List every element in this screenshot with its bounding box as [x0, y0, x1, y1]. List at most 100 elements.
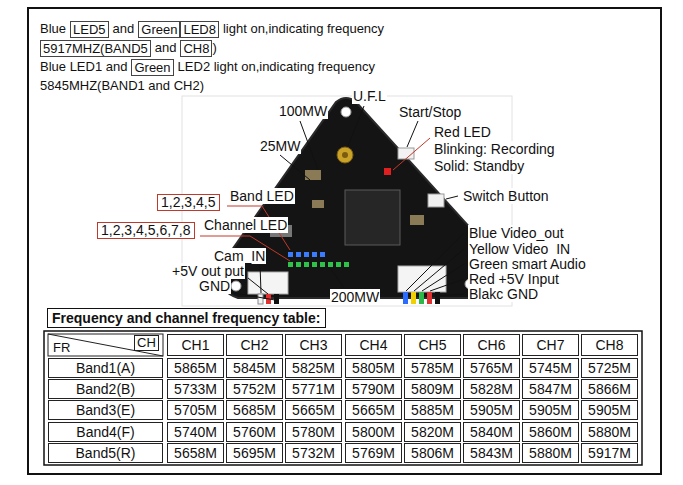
column-header: CH3	[285, 334, 342, 356]
column-axis-label: CH	[134, 335, 159, 351]
row-header: Band3(E)	[48, 400, 163, 420]
row-header: Band5(R)	[48, 443, 163, 463]
smd-part	[305, 170, 321, 180]
node-text: 1,2,3,4,5	[161, 195, 216, 210]
node-text: Green	[141, 22, 177, 37]
column-header: CH2	[226, 334, 283, 356]
boxed-word: 5917MHZ(BAND5	[40, 40, 151, 57]
pin-name: +5V out put	[171, 263, 245, 279]
boxed-word: LED5	[70, 21, 109, 38]
table-cell: 5880M	[522, 443, 579, 463]
node-text: CH8	[183, 41, 209, 56]
table-cell: 5820M	[404, 422, 461, 442]
table-cell: 5695M	[226, 443, 283, 463]
note-text: )	[212, 40, 216, 56]
status-note: Blinking: Recording	[433, 141, 556, 157]
table-cell: 5865M	[167, 358, 224, 378]
node-text: 1,2,3,4,5,6,7,8	[101, 223, 191, 238]
table-cell: 5805M	[345, 358, 402, 378]
button-name: Switch Button	[462, 188, 550, 204]
table-cell: 5825M	[285, 358, 342, 378]
table-cell: 5866M	[581, 379, 638, 399]
column-header: CH1	[167, 334, 224, 356]
table-cell: 5809M	[404, 379, 461, 399]
power-callout: 200MW	[330, 289, 380, 305]
led-index-box: 1,2,3,4,5,6,7,8	[97, 222, 195, 239]
table-cell: 5752M	[226, 379, 283, 399]
switch-button	[428, 194, 444, 207]
table-cell: 5760M	[226, 422, 283, 442]
table-cell: 5785M	[404, 358, 461, 378]
table-cell: 5860M	[522, 422, 579, 442]
smd-part	[312, 200, 324, 208]
table-cell: 5665M	[345, 400, 402, 420]
note-text: light on,indicating frequency	[223, 21, 384, 37]
table-cell: 5665M	[285, 400, 342, 420]
table-title-box: Frequency and channel frequency table:	[47, 308, 326, 328]
table-cell: 5917M	[581, 443, 638, 463]
table-cell: 5885M	[404, 400, 461, 420]
connector-name: U.F.L	[352, 88, 387, 104]
led-index-box: 1,2,3,4,5	[157, 194, 220, 211]
table-cell: 5733M	[167, 379, 224, 399]
note-text: Blue	[40, 21, 66, 37]
wire-name: Blakc GND	[468, 286, 539, 302]
ufl-connector-pin	[342, 152, 348, 158]
table-cell: 5780M	[285, 422, 342, 442]
led-name: Red LED	[433, 124, 492, 140]
ufl-connector	[337, 147, 353, 163]
table-cell: 5840M	[463, 422, 520, 442]
leader-lines	[228, 106, 464, 300]
table-cell: 5740M	[167, 422, 224, 442]
node-text: 5917MHZ(BAND5	[43, 41, 148, 56]
table-cell: 5658M	[167, 443, 224, 463]
table-cell: 5745M	[522, 358, 579, 378]
smd-part	[410, 215, 424, 225]
pin-name: GND	[198, 278, 231, 294]
channel-led-row	[288, 262, 349, 267]
table-cell: 5732M	[285, 443, 342, 463]
note-text: and	[155, 40, 177, 56]
pin-name: Cam_IN	[213, 248, 266, 264]
node-text: LED8	[183, 22, 216, 37]
status-note: Solid: Standby	[433, 158, 525, 174]
row-header: Band2(B)	[48, 379, 163, 399]
column-header: CH6	[463, 334, 520, 356]
node-text: Frequency and channel frequency table:	[52, 310, 321, 326]
table-cell: 5800M	[345, 422, 402, 442]
row-header: Band1(A)	[48, 358, 163, 378]
power-callout: 25MW	[259, 138, 301, 154]
table-cell: 5845M	[226, 358, 283, 378]
table-cell: 5771M	[285, 379, 342, 399]
power-callout: 100MW	[278, 103, 328, 119]
boxed-word: CH8	[180, 40, 212, 57]
table-cell: 5905M	[522, 400, 579, 420]
wire-name: Yellow Video_IN	[468, 241, 571, 257]
boxed-word: Green	[138, 21, 180, 38]
column-header: CH5	[404, 334, 461, 356]
column-header: CH4	[345, 334, 402, 356]
band-led-row	[288, 252, 325, 257]
mount-hole	[341, 107, 351, 117]
boxed-word: Green	[131, 59, 173, 76]
table-cell: 5685M	[226, 400, 283, 420]
table-cell: 5769M	[345, 443, 402, 463]
table-cell: 5705M	[167, 400, 224, 420]
note-text: and	[113, 21, 135, 37]
table-cell: 5843M	[463, 443, 520, 463]
table-cell: 5806M	[404, 443, 461, 463]
column-header: CH8	[581, 334, 638, 356]
node-text: LED5	[73, 22, 106, 37]
outer-frame	[28, 8, 661, 474]
row-header: Band4(F)	[48, 422, 163, 442]
table-cell: 5725M	[581, 358, 638, 378]
main-chip	[345, 190, 400, 245]
mount-hole	[231, 281, 241, 291]
wire-name: Blue Video_out	[468, 225, 565, 241]
column-header: CH7	[522, 334, 579, 356]
note-text: LED2 light on,indicating frequency	[178, 59, 375, 75]
led-name: Channel LED	[203, 217, 288, 233]
table-cell: 5880M	[581, 422, 638, 442]
corner-cell	[48, 334, 163, 356]
row-axis-label: FR	[53, 341, 70, 355]
